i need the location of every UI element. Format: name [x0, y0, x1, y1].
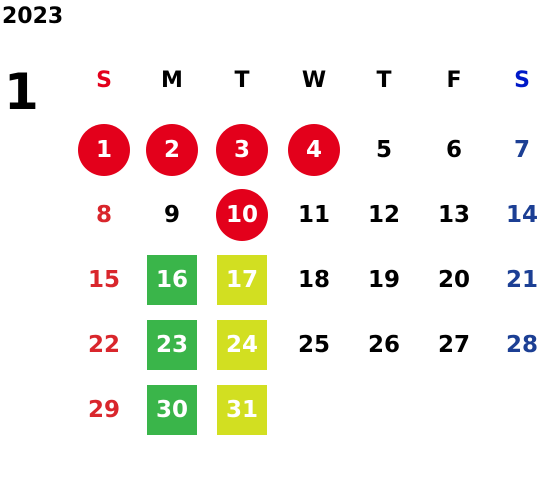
day-cell[interactable]: 26	[367, 331, 400, 358]
month-label: 1	[4, 63, 39, 121]
day-cell[interactable]: 3	[216, 124, 268, 176]
day-cell[interactable]: 16	[147, 255, 197, 305]
weekday-header: S	[514, 68, 530, 93]
day-cell[interactable]: 23	[147, 320, 197, 370]
day-cell[interactable]: 9	[163, 201, 180, 228]
year-label: 2023	[2, 4, 64, 29]
weekday-header: F	[446, 68, 462, 93]
day-cell[interactable]: 24	[217, 320, 267, 370]
weekday-header: S	[96, 68, 112, 93]
day-cell[interactable]: 17	[217, 255, 267, 305]
day-cell[interactable]: 15	[87, 266, 120, 293]
day-cell[interactable]: 8	[95, 201, 112, 228]
weekday-header: T	[376, 68, 392, 93]
day-cell[interactable]: 22	[87, 331, 120, 358]
day-cell[interactable]: 2	[146, 124, 198, 176]
day-cell[interactable]: 12	[367, 201, 400, 228]
day-cell[interactable]: 30	[147, 385, 197, 435]
weekday-header: T	[234, 68, 250, 93]
weekday-header: M	[161, 68, 183, 93]
day-cell[interactable]: 21	[505, 266, 538, 293]
day-cell[interactable]: 28	[505, 331, 538, 358]
day-cell[interactable]: 20	[437, 266, 470, 293]
day-cell[interactable]: 1	[78, 124, 130, 176]
day-cell[interactable]: 14	[505, 201, 538, 228]
day-cell[interactable]: 6	[445, 136, 462, 163]
day-cell[interactable]: 25	[297, 331, 330, 358]
day-cell[interactable]: 7	[513, 136, 530, 163]
day-cell[interactable]: 5	[375, 136, 392, 163]
day-cell[interactable]: 11	[297, 201, 330, 228]
day-cell[interactable]: 13	[437, 201, 470, 228]
day-cell[interactable]: 27	[437, 331, 470, 358]
day-cell[interactable]: 29	[87, 396, 120, 423]
day-cell[interactable]: 18	[297, 266, 330, 293]
day-cell[interactable]: 31	[217, 385, 267, 435]
day-cell[interactable]: 4	[288, 124, 340, 176]
weekday-header: W	[301, 68, 327, 93]
day-cell[interactable]: 10	[216, 189, 268, 241]
day-cell[interactable]: 19	[367, 266, 400, 293]
